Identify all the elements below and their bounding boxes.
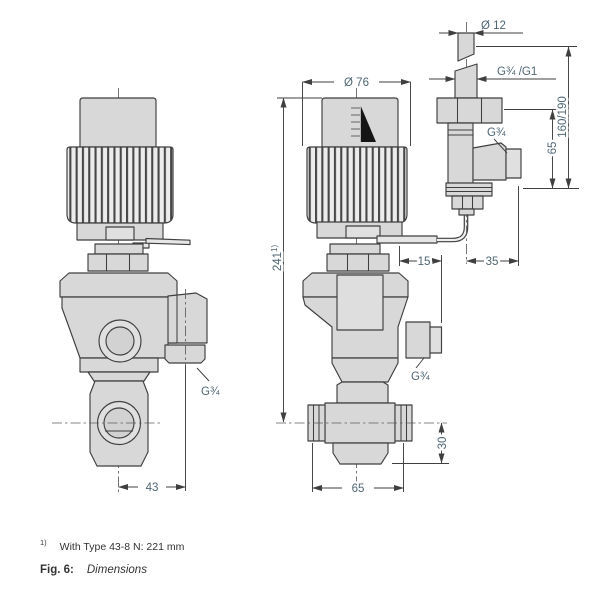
hex-nut	[87, 253, 149, 272]
probe-offset-value: 35	[486, 256, 499, 268]
front-outlet-thread-label: G¾	[411, 371, 430, 383]
probe-gland-rings	[445, 182, 493, 197]
body-taper	[87, 371, 151, 382]
dim-handwheel-diameter: Ø 76	[302, 75, 411, 146]
probe-side-port	[472, 142, 507, 181]
footnote: 1) With Type 43-8 N: 221 mm	[40, 538, 184, 553]
probe-connection-thread-value: G¾ /G1	[497, 66, 537, 78]
union-nut	[164, 344, 206, 364]
probe-hex-nut	[436, 97, 503, 124]
dim-body-width: 65	[312, 443, 404, 498]
probe-pocket-height-value: 65	[547, 142, 559, 155]
thermostat-probe-view	[436, 22, 522, 264]
collar-detail	[105, 226, 135, 241]
scale-ticks	[351, 107, 360, 137]
handwheel-diameter-value: Ø 76	[344, 77, 369, 89]
body-taper	[331, 357, 399, 383]
side-outlet	[167, 292, 208, 344]
collar-detail	[345, 225, 381, 239]
dim-outlet-depth: 43	[118, 366, 186, 497]
total-height-value: 2411)	[270, 245, 284, 272]
valve-side-view	[52, 88, 208, 492]
caption-text: Dimensions	[86, 564, 147, 576]
probe-small-hex	[451, 195, 484, 210]
body-boss	[336, 274, 384, 331]
side-outlet	[405, 321, 431, 359]
dim-probe-connection-thread: G¾ /G1	[429, 66, 556, 82]
dim-probe-tip-diameter: Ø 12	[439, 20, 523, 36]
footnote-text: With Type 43-8 N: 221 mm	[59, 540, 185, 553]
probe-body	[447, 122, 474, 186]
dim-outlet-below-center: 30	[392, 422, 452, 464]
front-port-inner	[105, 326, 135, 356]
caption-label: Fig. 6:	[40, 564, 74, 576]
dim-left-outlet-thread: G¾	[196, 367, 220, 398]
dim-probe-immersion-length: 160/190	[476, 46, 577, 189]
valve-front-view	[276, 88, 469, 494]
left-outlet-thread-label: G¾	[201, 386, 220, 398]
probe-tip-tube	[457, 32, 475, 62]
capillary-connector	[376, 235, 438, 244]
stem-neck	[94, 243, 144, 255]
locking-clip	[145, 237, 191, 246]
body-top	[59, 272, 178, 298]
side-outlet-face	[429, 326, 443, 354]
bottom-block	[332, 442, 389, 465]
probe-tip-diameter-value: Ø 12	[481, 20, 506, 32]
handwheel-knurl	[306, 146, 408, 224]
probe-thread-tube	[454, 63, 478, 99]
scale-indicator-wedge	[360, 106, 376, 142]
outlet-below-center-value: 30	[437, 437, 449, 450]
figure-caption: Fig. 6: Dimensions	[40, 564, 147, 576]
capillary-offset-value: 15	[418, 256, 431, 268]
probe-stub	[458, 208, 475, 216]
handwheel-cap	[79, 97, 157, 148]
dim-capillary-offset: 15	[399, 246, 442, 323]
handwheel-knurl	[66, 146, 174, 224]
dim-front-outlet-thread: G¾	[411, 357, 430, 383]
body-width-value: 65	[352, 483, 365, 495]
lower-neck	[336, 381, 389, 404]
outlet-depth-value: 43	[146, 482, 159, 494]
probe-port-face	[505, 148, 522, 179]
hex-nut	[326, 253, 390, 272]
stem-neck	[329, 243, 381, 255]
probe-pocket-thread-label: G¾	[487, 127, 506, 139]
dim-probe-pocket-height: 65	[504, 109, 579, 189]
footnote-marker: 1)	[40, 538, 47, 547]
dim-probe-offset: 35	[466, 186, 519, 271]
probe-immersion-length-value: 160/190	[557, 96, 569, 138]
dim-total-height: 2411)	[268, 97, 322, 423]
handwheel-cap	[321, 97, 399, 148]
dim-probe-pocket-thread: G¾	[487, 127, 508, 154]
capillary-tube-bore	[437, 215, 468, 242]
